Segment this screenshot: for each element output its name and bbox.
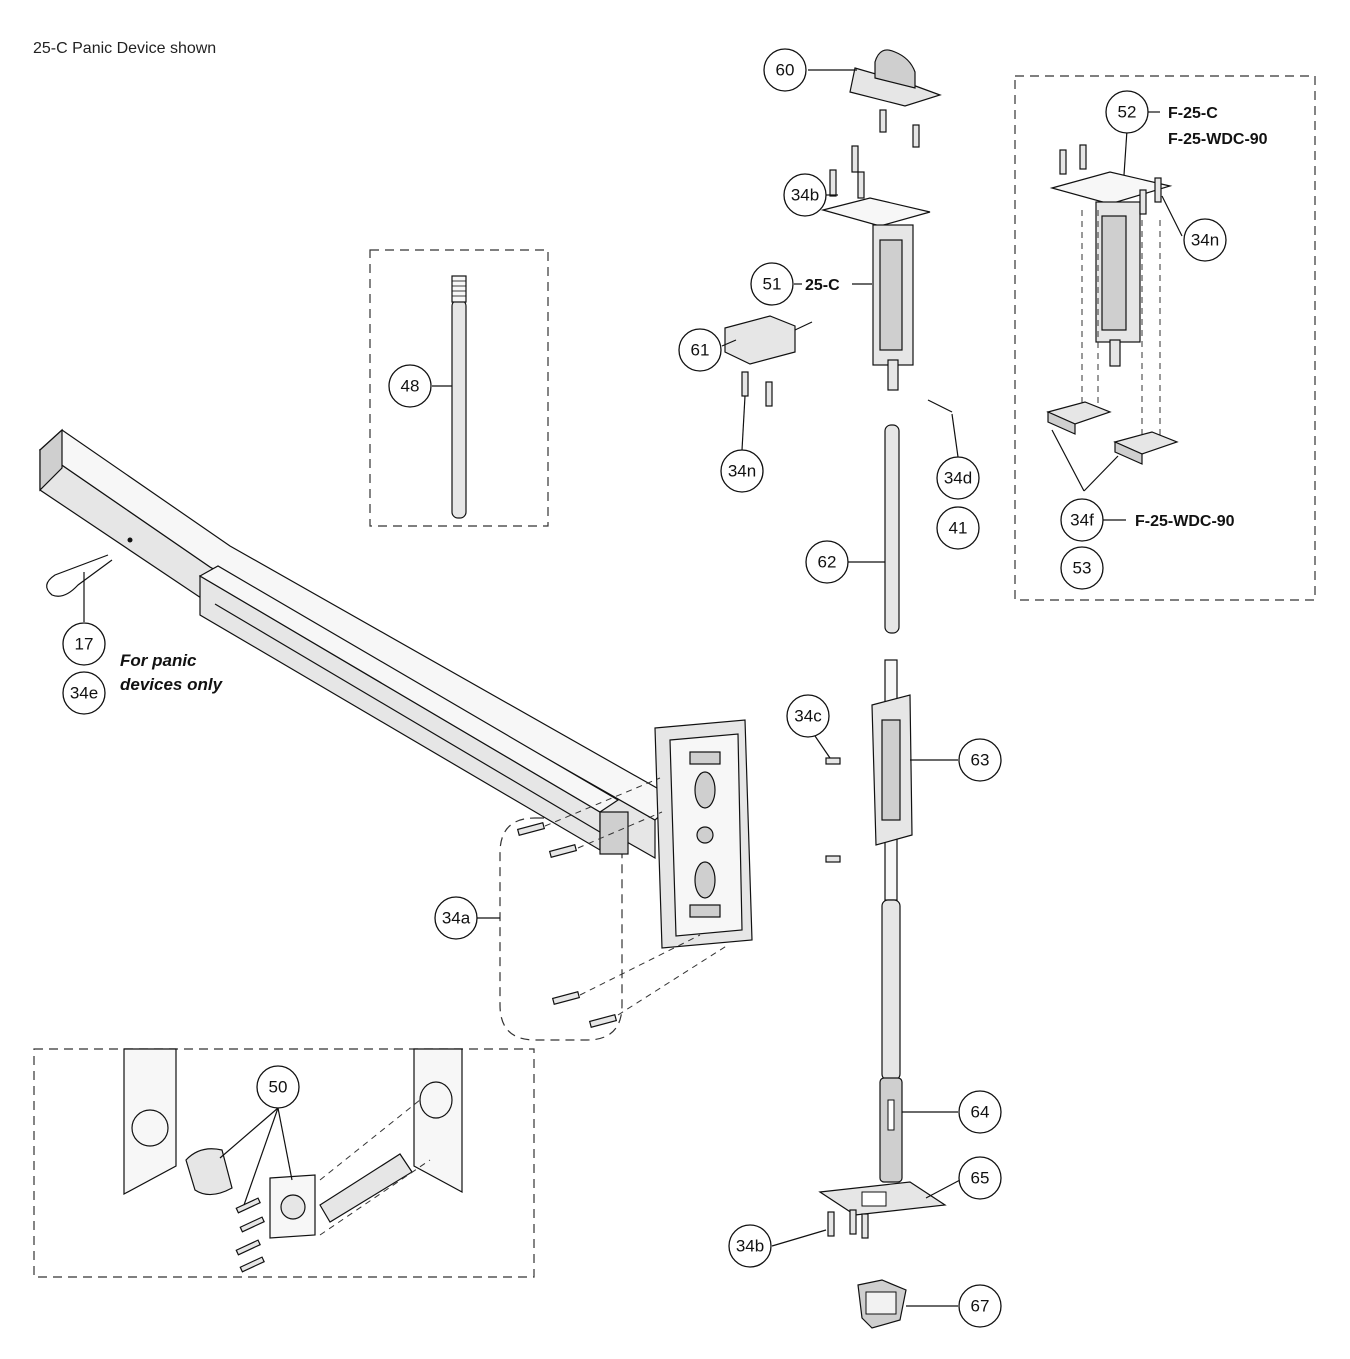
callout-62: 62 <box>805 540 849 584</box>
svg-text:34f: 34f <box>1070 511 1094 530</box>
callout-34b-top: 34b <box>783 173 827 217</box>
callout-60: 60 <box>763 48 807 92</box>
rod-64 <box>879 899 903 1183</box>
callout-34n-left: 34n <box>720 449 764 493</box>
label-f25wdc90-bottom: F-25-WDC-90 <box>1135 513 1235 530</box>
callout-65: 65 <box>958 1156 1002 1200</box>
callout-34a: 34a <box>434 896 478 940</box>
svg-text:17: 17 <box>75 635 94 654</box>
svg-text:63: 63 <box>971 751 990 770</box>
callout-53: 53 <box>1060 546 1104 590</box>
svg-text:34c: 34c <box>794 707 822 726</box>
strike-60 <box>849 49 942 148</box>
bracket-61 <box>724 315 813 407</box>
figure-caption: 25-C Panic Device shown <box>33 40 217 57</box>
callout-64: 64 <box>958 1090 1002 1134</box>
svg-text:50: 50 <box>269 1078 288 1097</box>
rod-62 <box>884 424 900 634</box>
callout-51: 51 <box>750 262 794 306</box>
plates-34f <box>1046 401 1179 465</box>
callout-48: 48 <box>388 364 432 408</box>
svg-text:62: 62 <box>818 553 837 572</box>
svg-text:61: 61 <box>691 341 710 360</box>
detail-box-48 <box>369 249 549 527</box>
callout-41: 41 <box>936 506 980 550</box>
svg-text:60: 60 <box>776 61 795 80</box>
callout-17: 17 <box>62 622 106 666</box>
mechanism-case <box>654 719 753 949</box>
callout-67: 67 <box>958 1284 1002 1328</box>
callout-34f: 34f <box>1060 498 1104 542</box>
callout-34e: 34e <box>62 671 106 715</box>
label-25c: 25-C <box>805 277 840 294</box>
svg-text:34b: 34b <box>791 186 819 205</box>
svg-text:34b: 34b <box>736 1237 764 1256</box>
svg-text:67: 67 <box>971 1297 990 1316</box>
panic-bar-rail <box>39 428 680 860</box>
callout-50: 50 <box>256 1065 300 1109</box>
door-prep-50 <box>123 1048 463 1273</box>
svg-text:64: 64 <box>971 1103 990 1122</box>
bolt-63 <box>825 659 913 901</box>
svg-text:65: 65 <box>971 1169 990 1188</box>
rod-48 <box>451 275 467 519</box>
svg-text:34n: 34n <box>728 462 756 481</box>
callout-63: 63 <box>958 738 1002 782</box>
screws-34a <box>516 777 729 1028</box>
label-f25wdc90-top: F-25-WDC-90 <box>1168 131 1268 148</box>
svg-text:52: 52 <box>1118 103 1137 122</box>
cotter-pin-17 <box>46 554 113 597</box>
svg-text:34d: 34d <box>944 469 972 488</box>
cap-67 <box>857 1279 907 1329</box>
svg-text:34e: 34e <box>70 684 98 703</box>
callout-34d: 34d <box>936 456 980 500</box>
note-panic-line1: For panic <box>120 651 197 670</box>
svg-text:51: 51 <box>763 275 782 294</box>
svg-text:48: 48 <box>401 377 420 396</box>
callout-34n-right: 34n <box>1183 218 1227 262</box>
callout-34c: 34c <box>786 694 830 738</box>
label-f25c: F-25-C <box>1168 105 1218 122</box>
pin-34d <box>927 399 953 413</box>
svg-text:53: 53 <box>1073 559 1092 578</box>
plate-65 <box>818 1181 947 1239</box>
detail-box-50 <box>33 1048 535 1278</box>
latch-52 <box>1049 144 1173 440</box>
svg-text:41: 41 <box>949 519 968 538</box>
svg-text:34a: 34a <box>442 909 471 928</box>
detail-box-34a <box>499 817 623 1041</box>
callout-61: 61 <box>678 328 722 372</box>
note-panic-line2: devices only <box>120 675 224 694</box>
callout-52: 52 <box>1105 90 1149 134</box>
detail-box-f25 <box>1014 75 1316 601</box>
svg-text:34n: 34n <box>1191 231 1219 250</box>
top-latch-51 <box>820 145 931 391</box>
callout-34b-bottom: 34b <box>728 1224 772 1268</box>
